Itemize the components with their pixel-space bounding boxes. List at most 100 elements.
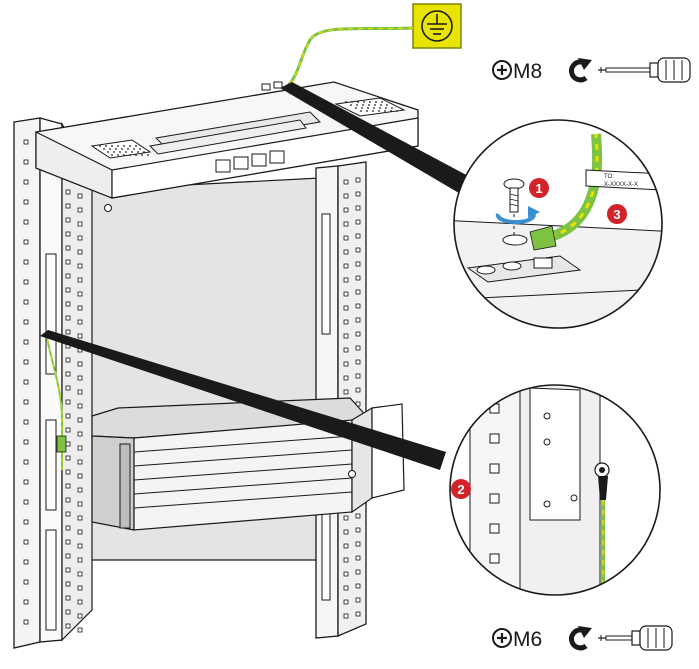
rack-hole xyxy=(65,371,71,377)
rack-hole xyxy=(65,217,71,223)
rack-hole xyxy=(65,483,71,489)
vent-hole xyxy=(363,101,365,103)
rack-hole xyxy=(23,179,29,185)
vent-hole xyxy=(115,148,117,150)
top-vent-right xyxy=(334,97,406,117)
rack-hole xyxy=(355,289,361,295)
tool-legend-top: M8 xyxy=(492,57,691,83)
rack-hole xyxy=(343,333,349,339)
rack-hole xyxy=(343,277,349,283)
rack-hole xyxy=(355,317,361,323)
vent-hole xyxy=(379,107,381,109)
vent-hole xyxy=(375,101,377,103)
vent-hole xyxy=(117,145,119,147)
rack-hole xyxy=(355,555,361,561)
vent-dots xyxy=(99,101,398,156)
rack-hole xyxy=(23,239,29,245)
vent-hole xyxy=(373,107,375,109)
rack-hole xyxy=(343,361,349,367)
svg-text:3: 3 xyxy=(613,207,620,222)
callout-badge-1: 1 xyxy=(529,178,549,198)
callout-beam-bottom xyxy=(40,330,446,470)
rack-hole xyxy=(77,417,83,423)
rack-hole xyxy=(343,235,349,241)
rack-hole xyxy=(77,543,83,549)
rack-hole xyxy=(355,527,361,533)
device-ground-point xyxy=(348,470,356,478)
rack-hole xyxy=(65,455,71,461)
vent-hole xyxy=(369,101,371,103)
vent-hole xyxy=(374,104,376,106)
rack-hole xyxy=(65,315,71,321)
rack-hole xyxy=(77,235,83,241)
rack-hole xyxy=(343,207,349,213)
rack-hole xyxy=(65,595,71,601)
rack-hole xyxy=(23,379,29,385)
rack-hole xyxy=(343,179,349,185)
rack-hole xyxy=(77,557,83,563)
vent-hole xyxy=(380,104,382,106)
rack-hole xyxy=(77,277,83,283)
rack-hole xyxy=(65,623,71,629)
rack-hole xyxy=(355,373,361,379)
svg-text:1: 1 xyxy=(535,181,542,196)
rack-hole xyxy=(343,515,349,521)
rack-hole xyxy=(65,399,71,405)
rack-hole xyxy=(23,299,29,305)
rack-hole xyxy=(65,301,71,307)
rack-hole xyxy=(343,585,349,591)
vent-hole xyxy=(362,104,364,106)
protective-earth-icon xyxy=(412,3,462,49)
rack-hole xyxy=(65,413,71,419)
rack-hole xyxy=(343,571,349,577)
rack-hole xyxy=(77,599,83,605)
rack-hole xyxy=(343,529,349,535)
rack-hole xyxy=(23,479,29,485)
rack-hole xyxy=(343,319,349,325)
rack-hole xyxy=(65,329,71,335)
vent-hole xyxy=(129,154,131,156)
rack-hole xyxy=(23,419,29,425)
vent-hole xyxy=(137,151,139,153)
vent-hole xyxy=(107,151,109,153)
rack-hole xyxy=(343,389,349,395)
rack-hole xyxy=(65,539,71,545)
vent-hole xyxy=(111,145,113,147)
rack-hole xyxy=(23,259,29,265)
vent-hole xyxy=(139,148,141,150)
rack-hole xyxy=(77,319,83,325)
rack-hole xyxy=(355,233,361,239)
vent-hole xyxy=(135,145,137,147)
rack-hole xyxy=(65,259,71,265)
rack-hole xyxy=(77,263,83,269)
rack-hole xyxy=(355,583,361,589)
rack-hole xyxy=(355,331,361,337)
screw-icon xyxy=(503,178,525,236)
vent-hole xyxy=(356,104,358,106)
rack-hole xyxy=(77,473,83,479)
rack-hole xyxy=(355,303,361,309)
callout-beam-top xyxy=(280,82,472,196)
callout-badge-2: 2 xyxy=(451,479,471,499)
vent-hole xyxy=(345,101,347,103)
rack-hole xyxy=(23,159,29,165)
svg-text:2: 2 xyxy=(457,482,464,497)
vent-hole xyxy=(357,101,359,103)
vent-hole xyxy=(385,107,387,109)
rack-hole xyxy=(343,557,349,563)
vent-hole xyxy=(350,104,352,106)
vent-hole xyxy=(141,154,143,156)
rack-hole xyxy=(23,619,29,625)
rack-hole xyxy=(355,177,361,183)
rack-hole xyxy=(65,553,71,559)
rack-hole xyxy=(65,189,71,195)
rack-hole xyxy=(77,459,83,465)
vent-hole xyxy=(361,107,363,109)
rack-hole xyxy=(355,597,361,603)
rack-hole xyxy=(77,529,83,535)
rack-hole xyxy=(65,497,71,503)
rack-hole xyxy=(77,221,83,227)
rack-hole xyxy=(23,399,29,405)
rack-hole xyxy=(355,541,361,547)
